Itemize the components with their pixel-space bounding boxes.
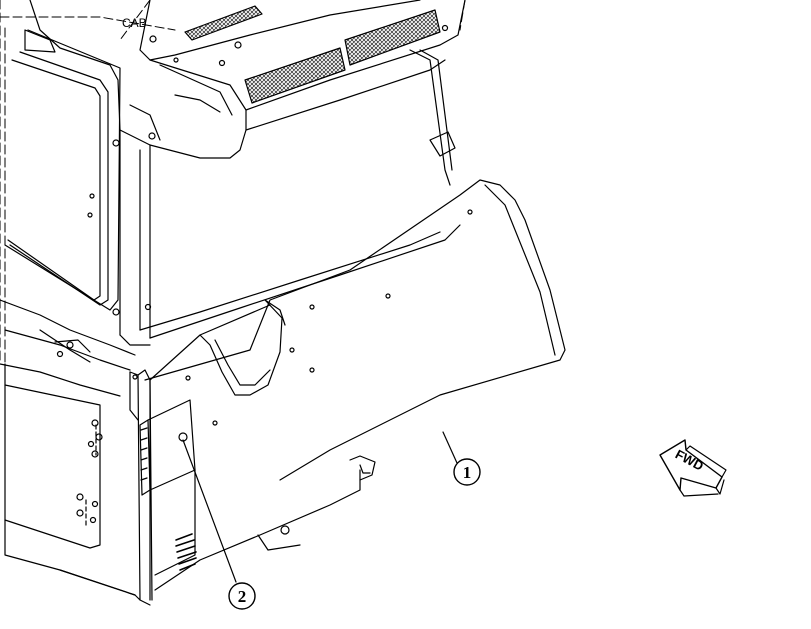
callout-1-circle	[453, 458, 481, 486]
roof-grille-right	[344, 9, 441, 66]
callout-2: 2	[228, 582, 256, 610]
leader-line-1	[442, 431, 458, 464]
callout-2-circle	[228, 582, 256, 610]
roof-grille-top	[184, 5, 263, 41]
rear-panel-part-1	[139, 179, 566, 601]
leader-line-2	[182, 439, 237, 583]
callout-1-number: 1	[463, 463, 472, 482]
roof-grille-left	[244, 47, 346, 104]
cab-label: CAB	[122, 16, 147, 30]
frame-body	[0, 299, 141, 601]
callout-1: 1	[453, 458, 481, 486]
leader-lines	[182, 431, 458, 583]
cab-outline	[0, 0, 466, 365]
callout-2-number: 2	[238, 587, 247, 606]
forward-arrow-shape	[659, 439, 723, 491]
forward-arrow: FWD	[659, 439, 727, 497]
rear-post	[129, 369, 153, 606]
cab-rear-wall	[119, 49, 461, 346]
cab-roof-unit	[29, 0, 466, 159]
cab-window	[4, 29, 121, 316]
vent-slots	[175, 533, 197, 571]
